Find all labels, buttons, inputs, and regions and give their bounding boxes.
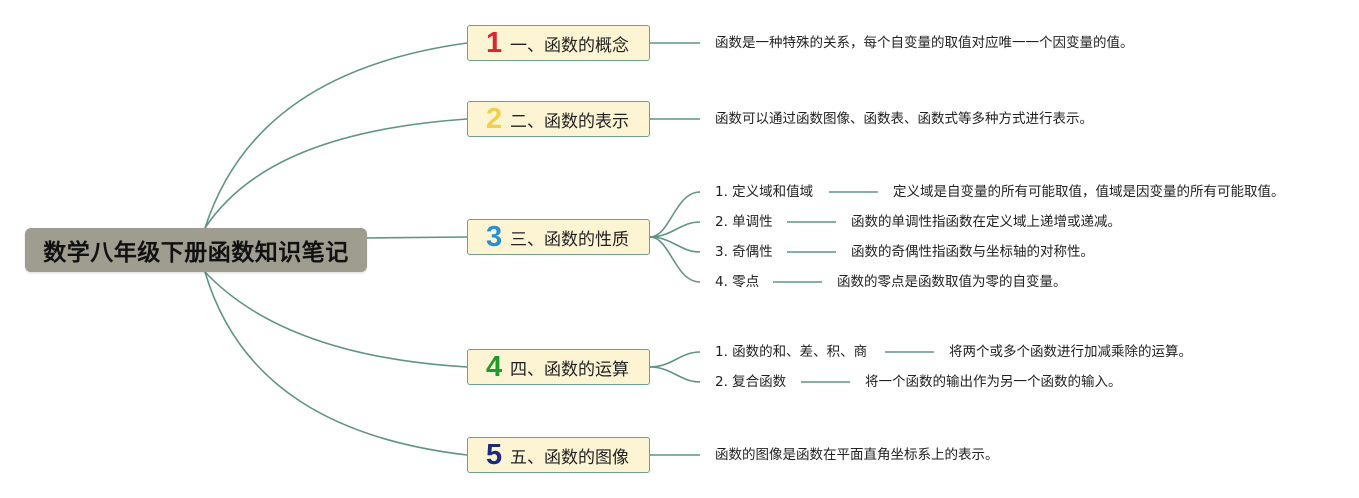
topic-1-label: 一、函数的概念 [510,35,629,56]
root-title[interactable]: 数学八年级下册函数知识笔记 [25,228,367,272]
topic-3-sub-2-note[interactable]: 函数的单调性指函数在定义域上递增或递减。 [851,214,1121,230]
topic-4-sub-1-note[interactable]: 将两个或多个函数进行加减乘除的运算。 [949,344,1192,360]
topic-5-label: 五、函数的图像 [510,447,629,468]
topic-3-sub-1-label[interactable]: 1. 定义域和值域 [715,184,814,200]
topic-3-sub-2-label[interactable]: 2. 单调性 [715,214,773,230]
topic-3-label: 三、函数的性质 [510,229,629,250]
topic-4-node[interactable]: 4 四、函数的运算 [467,349,650,385]
topic-3-sub-3-label[interactable]: 3. 奇偶性 [715,244,773,260]
topic-3-sub-3-note[interactable]: 函数的奇偶性指函数与坐标轴的对称性。 [851,244,1094,260]
topic-5-note[interactable]: 函数的图像是函数在平面直角坐标系上的表示。 [715,447,999,463]
number-3-icon: 3 [486,220,503,253]
topic-4-sub-1-label[interactable]: 1. 函数的和、差、积、商 [715,344,868,360]
topic-5-node[interactable]: 5 五、函数的图像 [467,437,650,473]
topic-3-sub-4-label[interactable]: 4. 零点 [715,274,760,290]
topic-3-sub-4-note[interactable]: 函数的零点是函数取值为零的自变量。 [837,274,1067,290]
topic-4-sub-2-note[interactable]: 将一个函数的输出作为另一个函数的输入。 [865,374,1122,390]
number-4-icon: 4 [486,350,503,383]
number-1-icon: 1 [486,26,503,59]
topic-2-note[interactable]: 函数可以通过函数图像、函数表、函数式等多种方式进行表示。 [715,111,1093,127]
topic-1-node[interactable]: 1 一、函数的概念 [467,25,650,61]
topic-3-sub-1-note[interactable]: 定义域是自变量的所有可能取值，值域是因变量的所有可能取值。 [893,184,1285,200]
number-5-icon: 5 [486,438,503,471]
topic-1-note[interactable]: 函数是一种特殊的关系，每个自变量的取值对应唯一一个因变量的值。 [715,35,1134,51]
number-2-icon: 2 [486,102,503,135]
topic-3-node[interactable]: 3 三、函数的性质 [467,219,650,255]
topic-2-node[interactable]: 2 二、函数的表示 [467,101,650,137]
topic-2-label: 二、函数的表示 [510,111,629,132]
topic-4-sub-2-label[interactable]: 2. 复合函数 [715,374,787,390]
topic-4-label: 四、函数的运算 [510,359,629,380]
